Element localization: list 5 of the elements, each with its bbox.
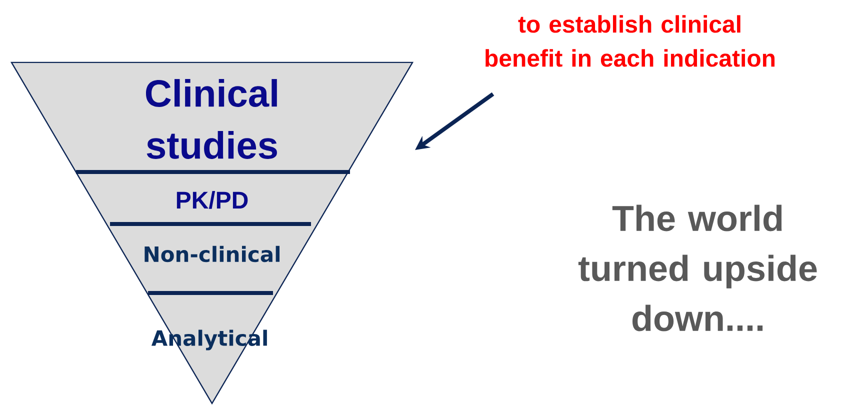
band-label: Non-clinical (144, 246, 280, 262)
callout-text: to establish clinical benefit in each indication (486, 15, 775, 67)
slogan-text: The world turned upside down.... (578, 204, 817, 332)
band-label: PK/PD (176, 191, 248, 209)
band-label: Clinical studies (146, 79, 277, 159)
